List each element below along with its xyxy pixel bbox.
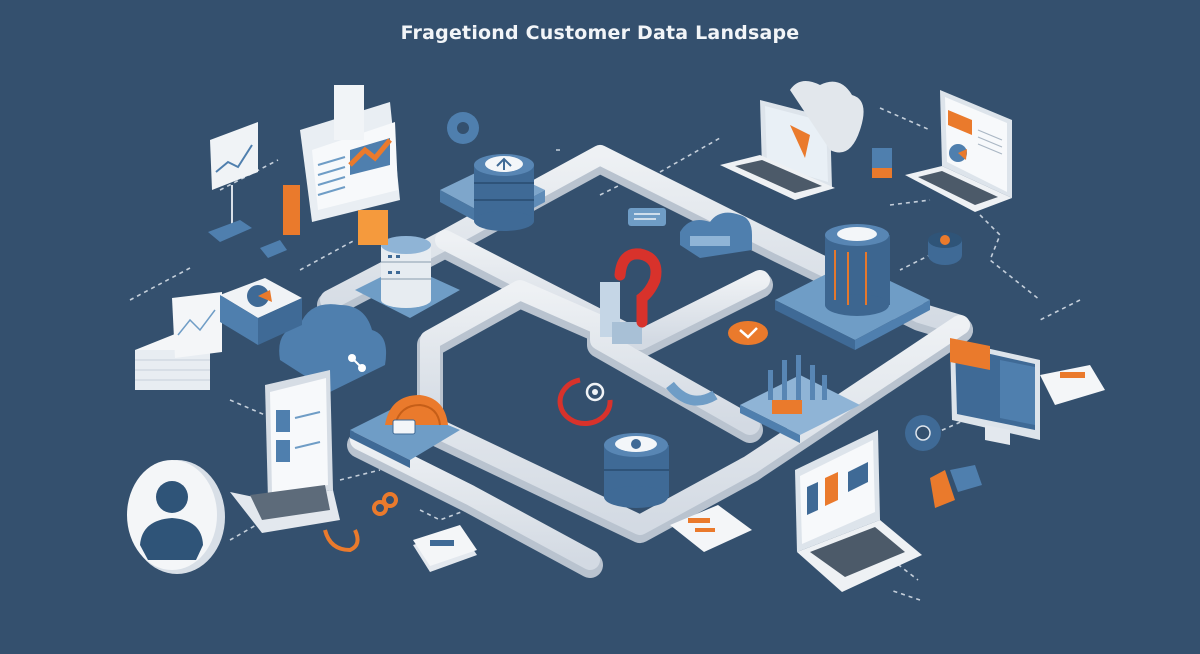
page-title: Fragetiond Customer Data Landsape [400, 22, 800, 44]
database-right-icon [775, 224, 930, 350]
laptop-profiles-left-icon [230, 370, 340, 533]
analytics-monitor-icon [283, 85, 400, 245]
orange-checkmark-badge [728, 321, 768, 345]
document-card-bottom-icon [670, 505, 752, 552]
document-stack-left-icon [135, 292, 222, 390]
chat-bubble-icon [628, 208, 666, 226]
user-avatar-icon [127, 460, 225, 574]
magnet-icon [666, 381, 718, 406]
database-top-icon [440, 154, 545, 231]
laptop-cloud-top-icon [720, 81, 892, 200]
cable-icon [323, 529, 360, 553]
cloud-center-icon [680, 212, 752, 258]
growth-chart-platform-icon [740, 355, 860, 443]
cloud-left-icon [279, 304, 387, 392]
laptop-report-top-right-icon [905, 90, 1012, 212]
link-chain-icon [372, 492, 398, 516]
weight-alert-icon [930, 465, 982, 508]
database-bottom-icon [604, 433, 669, 508]
gear-icon [447, 112, 479, 144]
orange-drum-icon [928, 232, 962, 265]
dashboard-monitor-right-icon [950, 338, 1105, 445]
laptop-profiles-bottom-icon [795, 430, 922, 592]
gear-small-right-icon [905, 415, 941, 451]
line-chart-sign-icon [208, 122, 287, 258]
question-mark-icon [557, 248, 662, 427]
document-stack-bottom-icon [413, 525, 477, 572]
database-left-icon [355, 236, 460, 318]
pie-chart-card-icon [220, 278, 302, 345]
processor-chip-icon [350, 395, 460, 468]
